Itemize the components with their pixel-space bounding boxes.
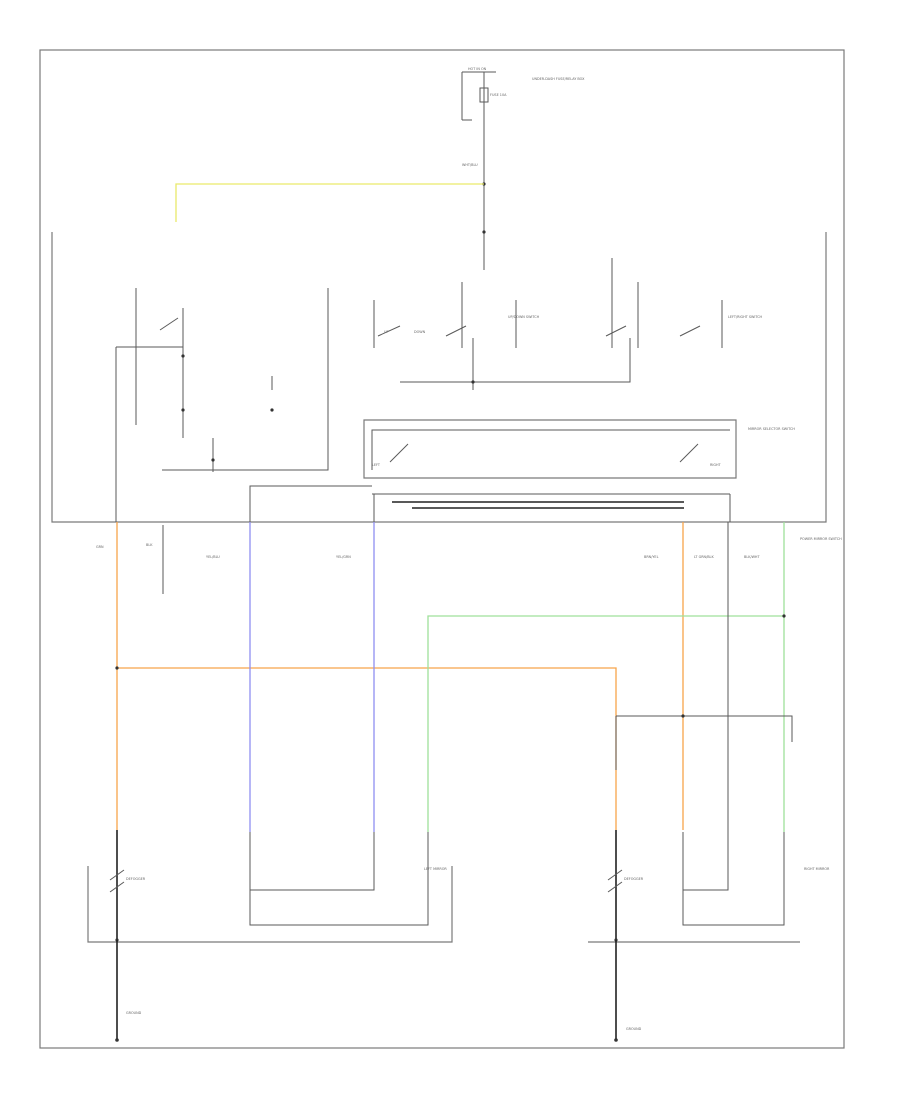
label-wire-lt-grn-blk: LT GRN/BLK bbox=[694, 555, 714, 559]
label-mirror-selector: MIRROR SELECTOR SWITCH bbox=[748, 427, 795, 431]
label-wire-yel-grn: YEL/GRN bbox=[336, 555, 351, 559]
label-wire-grn-left: GRN bbox=[96, 545, 104, 549]
label-up-down-switch: UP/DOWN SWITCH bbox=[508, 315, 540, 319]
label-wire-wht-blu: WHT/BLU bbox=[462, 163, 478, 167]
label-ground-right: GROUND bbox=[626, 1027, 642, 1031]
green-wire bbox=[427, 522, 785, 832]
label-down: DOWN bbox=[414, 330, 426, 334]
left-mirror: LEFT MIRROR DEFOGGER bbox=[87, 830, 453, 943]
label-fuse-relay-box: UNDER-DASH FUSE/RELAY BOX bbox=[532, 77, 585, 81]
label-wire-brn-yel: BRN/YEL bbox=[644, 555, 659, 559]
right-mirror: RIGHT MIRROR DEFOGGER bbox=[588, 830, 830, 943]
label-left-mirror: LEFT MIRROR bbox=[424, 867, 447, 871]
yellow-wire bbox=[175, 183, 484, 222]
orange-wire bbox=[116, 522, 684, 830]
fuse-box: HOT IN ON UNDER-DASH FUSE/RELAY BOX FUSE… bbox=[461, 67, 585, 270]
label-right-mirror: RIGHT MIRROR bbox=[804, 867, 830, 871]
switch-assembly-outline bbox=[51, 232, 827, 523]
label-fuse: FUSE 10A bbox=[490, 93, 507, 97]
label-left-right-switch: LEFT/RIGHT SWITCH bbox=[728, 315, 763, 319]
label-right: RIGHT bbox=[710, 463, 722, 467]
label-hot-in-on: HOT IN ON bbox=[468, 67, 487, 71]
ground-leads: GROUND GROUND bbox=[115, 940, 642, 1042]
label-wire-blk-wht: BLK/WHT bbox=[744, 555, 760, 559]
right-junction bbox=[115, 614, 793, 770]
label-up: UP bbox=[384, 330, 389, 334]
mirror-selector-switch: MIRROR SELECTOR SWITCH LEFT RIGHT bbox=[249, 419, 795, 522]
mirror-adjust-switches: UP DOWN UP/DOWN SWITCH LEFT/RIGHT SWITCH bbox=[373, 258, 763, 390]
defogger-switch-block bbox=[116, 288, 329, 472]
label-ground-left: GROUND bbox=[126, 1011, 142, 1015]
label-left-defogger: DEFOGGER bbox=[126, 877, 146, 881]
label-power-mirror-switch: POWER MIRROR SWITCH bbox=[800, 537, 842, 541]
label-wire-yel-blu: YEL/BLU bbox=[206, 555, 220, 559]
diagram-frame bbox=[39, 49, 845, 1049]
label-left: LEFT bbox=[372, 463, 381, 467]
label-right-defogger: DEFOGGER bbox=[624, 877, 644, 881]
switch-connector-pins bbox=[115, 347, 731, 594]
label-wire-blk: BLK bbox=[146, 543, 153, 547]
